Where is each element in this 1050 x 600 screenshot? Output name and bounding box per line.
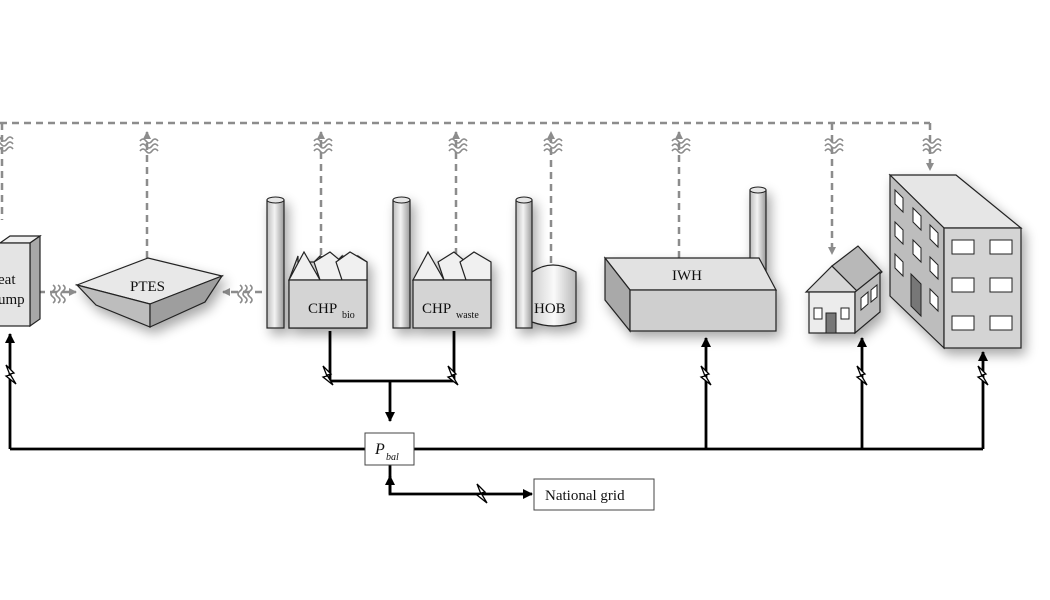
national-grid-box: National grid [533,478,655,511]
heat-pump-label-line2: ump [0,292,25,308]
iwh-plant: IWH [603,186,777,333]
lightning-bolt-icon [321,365,334,386]
heat-flow-icons [0,136,942,304]
chp-waste-plant: CHP waste [392,196,492,329]
balance-to-grid-line [388,464,533,499]
lightning-bolt-icon [855,365,868,386]
national-grid-label: National grid [545,488,625,504]
lightning-bolt-icon [475,483,488,504]
chp-bio-subscript: bio [342,310,355,321]
heat-wave-icon [139,138,159,154]
lightning-bolt-icon [4,364,17,385]
heat-wave-icon [543,138,563,154]
heat-wave-icon [671,138,691,154]
heat-wave-icon [237,284,253,304]
lightning-bolt-icon [446,365,459,386]
ptes-label: PTES [130,279,165,295]
heat-wave-icon [448,138,468,154]
chp-waste-subscript: waste [456,310,479,321]
lightning-bolt-icon [976,365,989,386]
heat-pump: eat ump [0,234,42,328]
balance-node: P bal [364,432,415,466]
iwh-label: IWH [672,268,702,284]
heat-wave-icon [0,136,14,152]
chp-bio-power-line [328,331,390,383]
chp-waste-label: CHP [422,301,451,317]
apartment-consumer [888,173,1023,350]
lightning-bolt-icon [699,365,712,386]
balance-node-subscript: bal [386,452,399,463]
heat-wave-icon [824,138,844,154]
heat-wave-icon [313,138,333,154]
hob-label: HOB [534,301,566,317]
chp-waste-power-line [390,331,456,383]
heat-pump-label-line1: eat [0,272,16,288]
hob-boiler: HOB [515,196,577,329]
chp-bio-label: CHP [308,301,337,317]
power-network [4,331,988,499]
heat-wave-icon [922,138,942,154]
chp-bio-plant: CHP bio [266,196,368,329]
heat-wave-icon [50,284,66,304]
ptes-storage: PTES [75,257,224,328]
house-consumer [804,245,883,335]
balance-node-label: P [374,441,385,458]
power-flow-icons [4,364,989,504]
